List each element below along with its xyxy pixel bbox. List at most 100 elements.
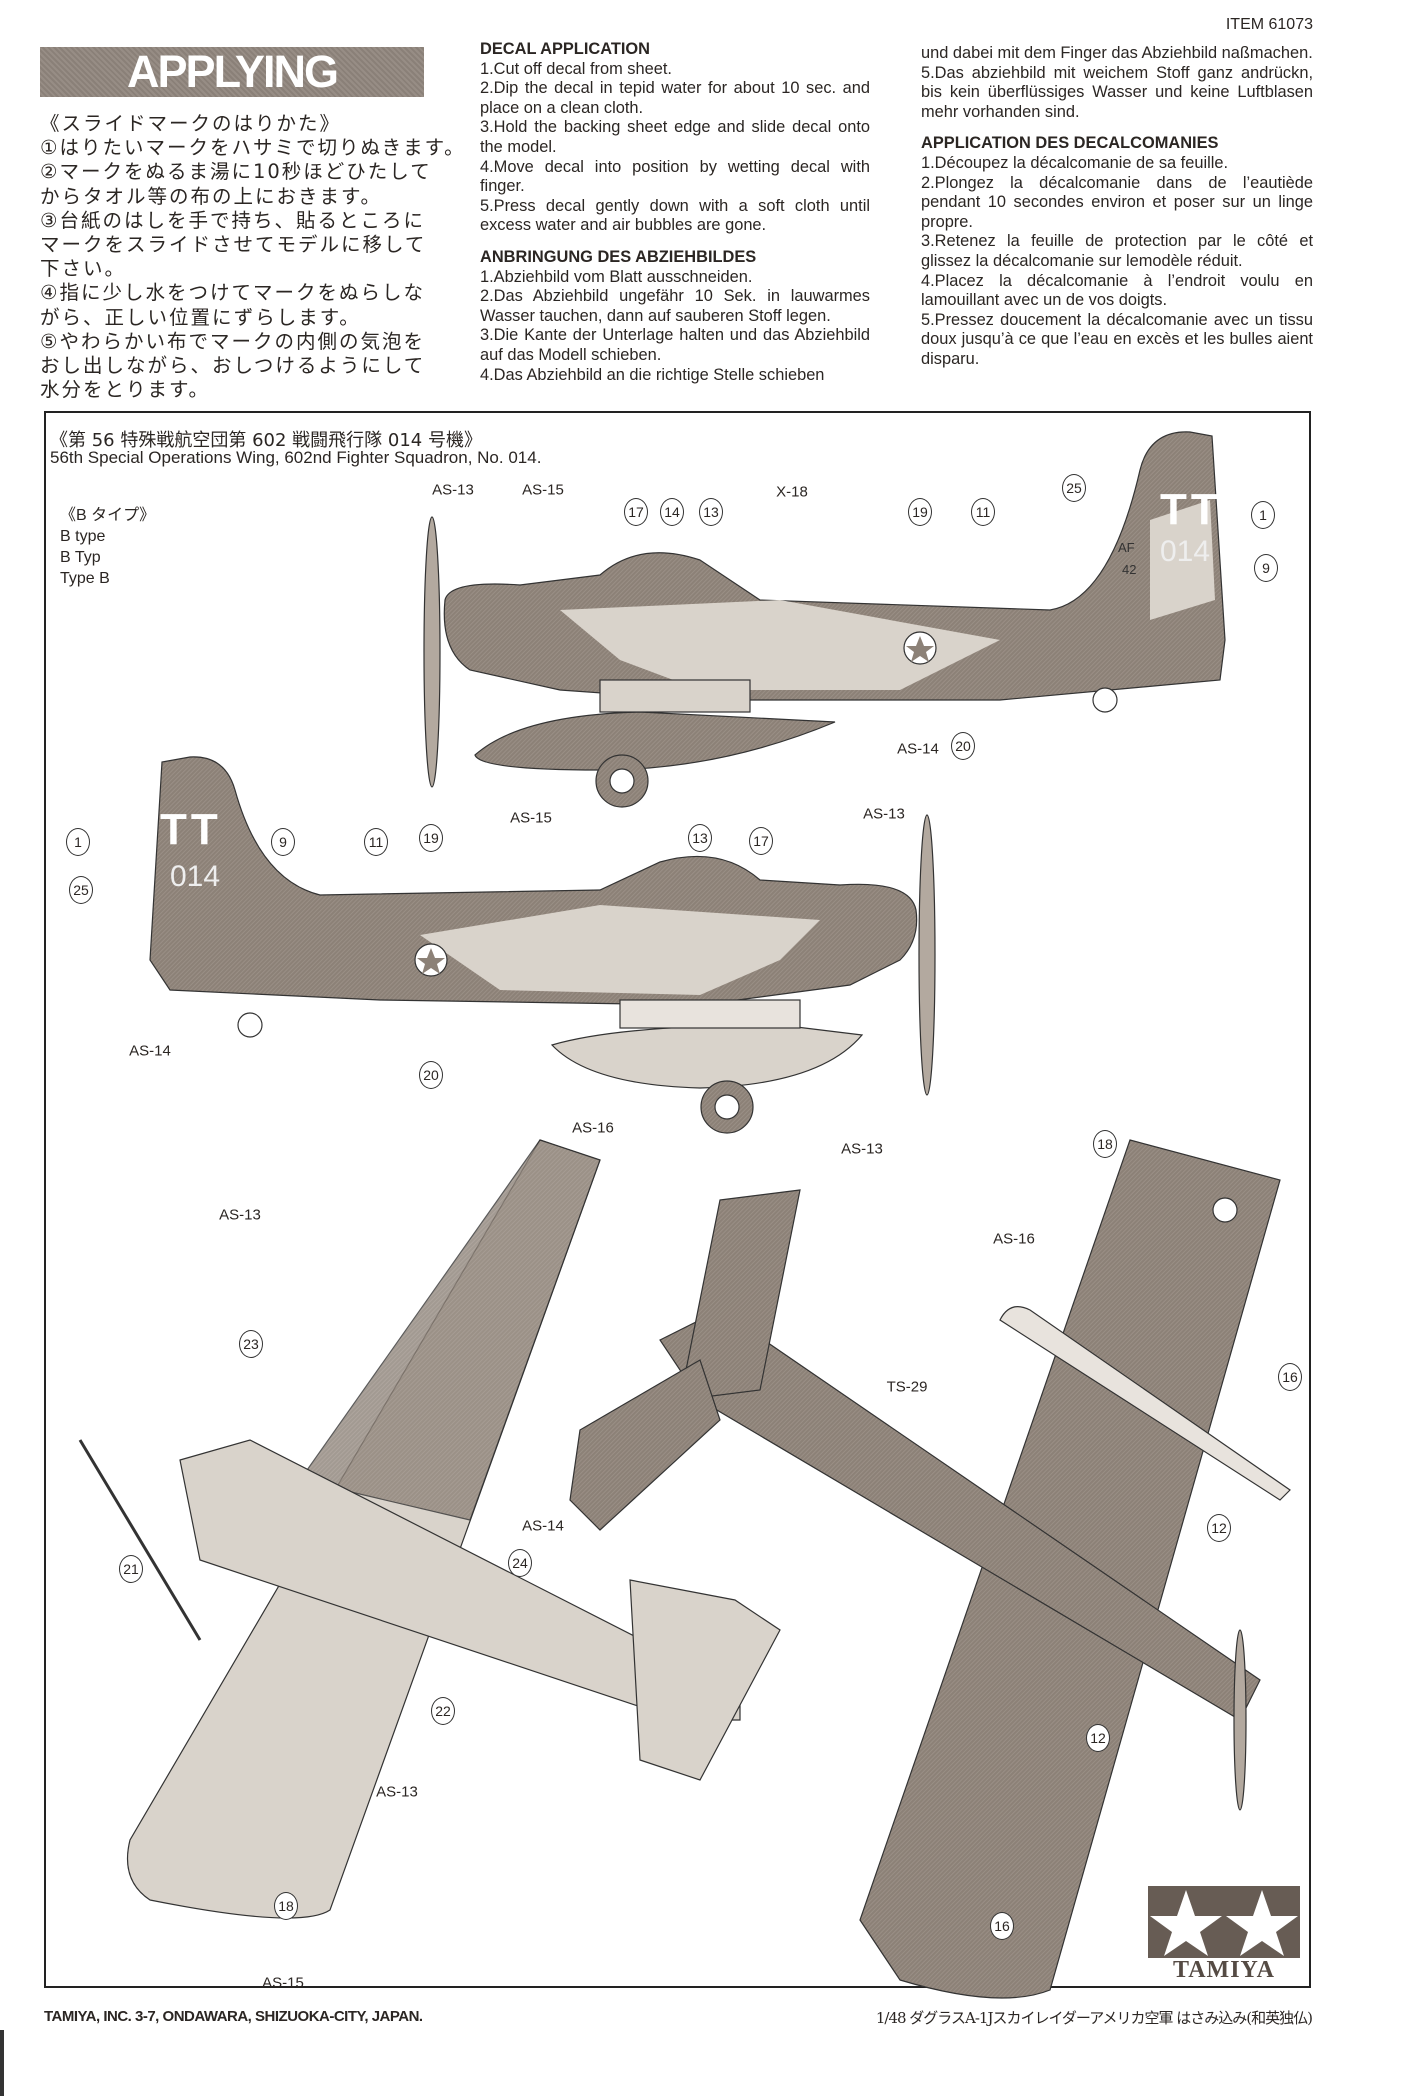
german-heading: ANBRINGUNG DES ABZIEHBILDES [480, 247, 757, 266]
type-jp: 《B タイプ》 [60, 507, 156, 524]
callout-number: 11 [971, 498, 995, 526]
type-en: B type [60, 528, 106, 545]
jp-line: ②マークをぬるま湯に10秒ほどひたして [40, 160, 432, 184]
callout-number: 24 [508, 1549, 532, 1577]
german-step: 5.Das abziehbild mit weichem Stoff ganz … [921, 63, 1313, 121]
scheme-caption-jp: 《第 56 特殊戦航空団第 602 戦闘飛行隊 014 号機》 [50, 430, 482, 451]
german-step: und dabei mit dem Finger das Abziehbild … [921, 44, 1313, 62]
callout-decal: TS-29 [886, 1378, 928, 1396]
callout-number: 17 [624, 498, 648, 526]
footer-address: TAMIYA, INC. 3-7, ONDAWARA, SHIZUOKA-CIT… [44, 2008, 423, 2025]
callout-number: 9 [1254, 554, 1278, 582]
german-french-column: und dabei mit dem Finger das Abziehbild … [921, 44, 1313, 370]
callout-decal: AS-14 [522, 1517, 564, 1535]
callout-number: 1 [66, 828, 90, 856]
callout-number: 11 [364, 828, 388, 856]
french-step: 1.Découpez la décalcomanie de sa feuille… [921, 153, 1229, 172]
callout-decal: AS-14 [897, 740, 939, 758]
diagram-frame [44, 411, 1311, 1988]
tamiya-logo-stars [1148, 1886, 1300, 1958]
french-step: 3.Retenez la feuille de protection par l… [921, 232, 1313, 270]
english-step: 2.Dip the decal in tepid water for about… [480, 79, 870, 117]
callout-number: 17 [749, 827, 773, 855]
english-step: 4.Move decal into position by wetting de… [480, 157, 870, 196]
english-step: 1.Cut off decal from sheet. [480, 59, 672, 78]
callout-decal: AS-16 [993, 1230, 1035, 1248]
tail-code: TT [1160, 485, 1222, 534]
callout-decal: AS-13 [219, 1206, 261, 1224]
jp-line: ⑤やわらかい布でマークの内側の気泡を [40, 329, 425, 353]
scheme-caption-en: 56th Special Operations Wing, 602nd Figh… [50, 448, 542, 467]
callout-number: 16 [1278, 1363, 1302, 1391]
callout-number: 23 [239, 1330, 263, 1358]
callout-decal: AS-13 [432, 481, 474, 499]
callout-number: 13 [699, 498, 723, 526]
callout-number: 25 [69, 876, 93, 904]
callout-number: 9 [271, 828, 295, 856]
german-step: 2.Das Abziehbild ungefähr 10 Sek. in lau… [480, 287, 870, 325]
type-de: B Typ [60, 549, 101, 566]
english-step: 5.Press decal gently down with a soft cl… [480, 196, 870, 235]
jp-line: ③台紙のはしを手で持ち、貼るところに [40, 208, 425, 232]
french-step: 4.Placez la décalcomanie à l’endroit vou… [921, 271, 1313, 310]
callout-number: 13 [688, 824, 712, 852]
tamiya-logo-wordmark: TAMIYA [1172, 1957, 1275, 1983]
german-step: 4.Das Abziehbild an die richtige Stelle … [480, 365, 825, 384]
callout-decal: AS-15 [262, 1974, 304, 1992]
callout-number: 19 [419, 824, 443, 852]
tail-42: 42 [1122, 562, 1137, 577]
callout-number: 1 [1251, 501, 1275, 529]
type-fr: Type B [60, 570, 110, 587]
french-step: 5.Pressez doucement la décalcomanie avec… [921, 310, 1313, 368]
callout-decal: AS-15 [510, 809, 552, 827]
jp-line: マークをスライドさせてモデルに移して [40, 233, 427, 257]
footer-product: 1/48 ダグラスA-1Jスカイレイダーアメリカ空軍 はさみ込み(和英独仏) [875, 2009, 1313, 2027]
callout-number: 12 [1207, 1514, 1231, 1542]
french-heading: APPLICATION DES DECALCOMANIES [921, 134, 1219, 153]
jp-line: おし出しながら、おしつけるようにして [40, 354, 426, 378]
callout-decal: AS-13 [376, 1783, 418, 1801]
scan-edge [0, 2030, 4, 2096]
english-german-column: DECAL APPLICATION 1.Cut off decal from s… [480, 40, 870, 385]
jp-line: 水分をとります。 [40, 378, 211, 402]
callout-number: 21 [119, 1555, 143, 1583]
jp-line: ①はりたいマークをハサミで切りぬきます。 [40, 136, 466, 160]
english-heading: DECAL APPLICATION [480, 40, 650, 58]
callout-number: 18 [274, 1892, 298, 1920]
aircraft-bottom-view [569, 1139, 1291, 1999]
callout-number: 19 [908, 498, 932, 526]
aircraft-top-view [78, 1139, 781, 1919]
tail-number: 014 [170, 860, 221, 893]
callout-number: 25 [1062, 474, 1086, 502]
callout-number: 20 [951, 732, 975, 760]
callout-decal: AS-13 [841, 1140, 883, 1158]
tail-af: AF [1118, 540, 1135, 555]
callout-decal: AS-15 [522, 481, 564, 499]
jp-line: がら、正しい位置にずらします。 [40, 305, 361, 329]
jp-line: 下さい。 [40, 257, 127, 281]
jp-line: ④指に少し水をつけてマークをぬらしな [40, 281, 425, 305]
jp-line: からタオル等の布の上におきます。 [40, 184, 383, 208]
german-step: 3.Die Kante der Unterlage halten und das… [480, 326, 870, 364]
callout-decal: AS-14 [129, 1042, 171, 1060]
english-step: 3.Hold the backing sheet edge and slide … [480, 118, 870, 156]
callout-decal: AS-16 [572, 1119, 614, 1137]
item-number: ITEM 61073 [1225, 16, 1313, 33]
aircraft-side-view-left [423, 431, 1226, 808]
page-title: APPLYING DECALS [40, 47, 424, 147]
german-step: 1.Abziehbild vom Blatt ausschneiden. [480, 267, 753, 286]
type-label: 《B タイプ》 B type B Typ Type B [60, 505, 155, 589]
callout-number: 16 [990, 1912, 1014, 1940]
tail-code: TT [160, 805, 222, 854]
callout-decal: AS-13 [863, 805, 905, 823]
callout-decal: X-18 [776, 483, 808, 501]
japanese-instructions: 《スライドマークのはりかた》 ①はりたいマークをハサミで切りぬきます。 ②マーク… [40, 112, 466, 402]
french-step: 2.Plongez la décalcomanie dans de l’eaut… [921, 173, 1313, 231]
jp-line: 《スライドマークのはりかた》 [40, 112, 342, 135]
callout-number: 20 [419, 1061, 443, 1089]
tail-number: 014 [1160, 535, 1211, 568]
callout-number: 22 [431, 1697, 455, 1725]
callout-number: 14 [660, 498, 684, 526]
aircraft-side-view-right [149, 756, 936, 1134]
